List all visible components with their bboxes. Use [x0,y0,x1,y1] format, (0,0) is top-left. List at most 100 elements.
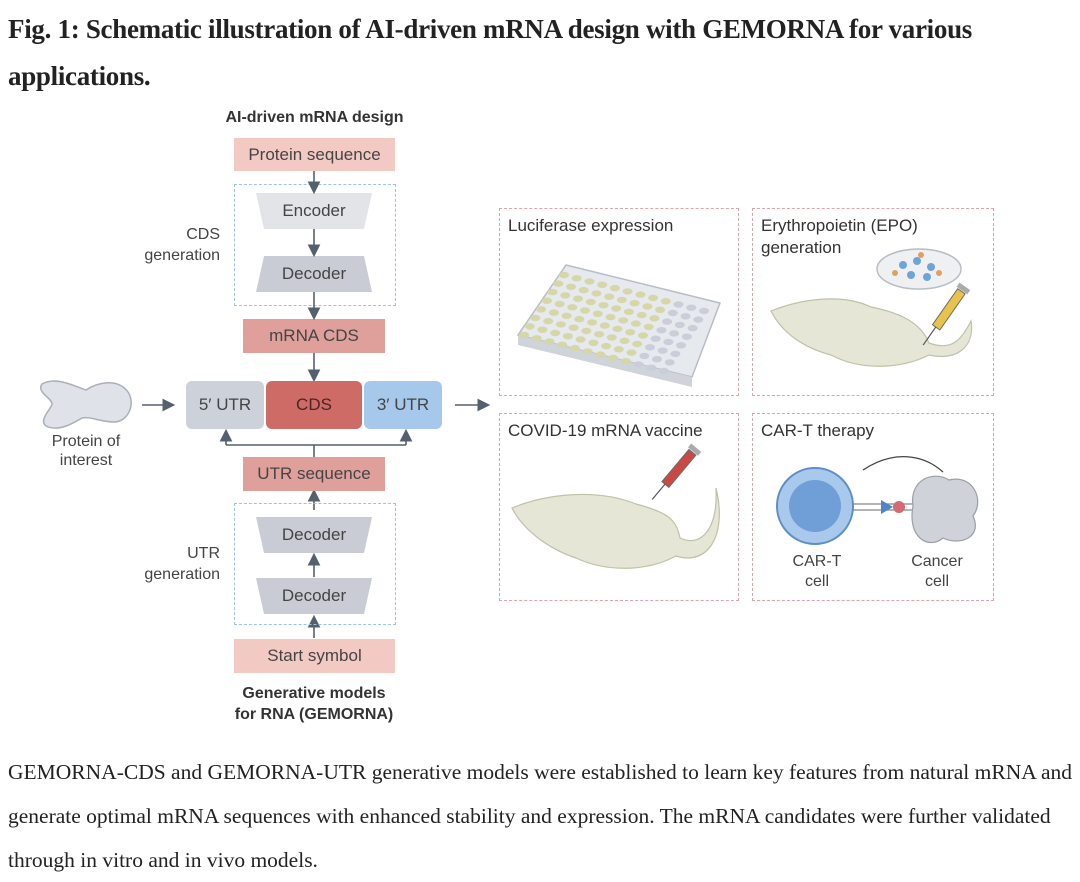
plate-well [541,297,552,304]
plate-well [588,339,599,346]
plate-well [686,304,697,311]
plate-well [693,316,704,323]
plate-well [569,344,580,352]
plate-well [611,305,622,312]
cancer-cell-label-line1: Cancer [911,553,963,570]
plate-well [524,323,535,330]
plate-well [622,288,633,295]
plate-well [530,314,541,322]
cancer-cell-label: Cancer cell [893,552,981,592]
plate-well [561,312,572,319]
cds-block: CDS [266,381,362,429]
plate-well [580,307,590,314]
cds-generation-label: CDS generation [120,224,220,266]
plate-well [537,326,548,333]
plate-well [612,325,623,333]
plate-well [609,284,620,292]
plate-well [591,290,602,297]
plate-well [630,320,641,327]
pipeline-footer-line2: for RNA (GEMORNA) [234,706,394,723]
plate-well [674,321,685,329]
plate-well [582,348,593,355]
panel-epo: Erythropoietin (EPO) generation [752,208,994,396]
plate-well [568,324,579,331]
plate-well [667,309,678,317]
plate-well [632,340,643,348]
cds-decoder-block: Decoder [281,264,347,283]
plate-well [663,338,674,346]
plate-well [639,352,650,360]
plate-well [625,329,636,336]
plate-well [618,317,629,324]
plate-well [619,337,630,344]
plate-well [680,313,691,320]
plate-well [562,333,573,340]
plate-well [655,306,666,313]
plate-well [553,280,564,287]
utr-generation-label-line2: generation [144,566,220,583]
car-t-cell-icon [776,456,979,545]
well-plate-icon [516,264,722,387]
encoder-shape [256,193,372,229]
plate-well [567,304,578,311]
plate-well [616,296,627,304]
figure-diagram: AI-driven mRNA design Protein sequence C… [0,100,1080,740]
plate-well [557,341,568,348]
figure-caption: GEMORNA-CDS and GEMORNA-UTR generative m… [8,760,1072,872]
plate-well [613,346,624,353]
plate-well [659,367,669,375]
plate-well [638,332,648,339]
plate-well [597,281,608,288]
plate-well [643,323,654,331]
plate-well [664,359,675,366]
plate-well [652,356,662,363]
cds-generation-label-line2: generation [144,247,220,264]
pipeline-footer-line1: Generative models [242,685,386,702]
plate-well [633,361,644,368]
panel-covid: COVID-19 mRNA vaccine [499,413,739,601]
utr-sequence-box: UTR sequence [243,457,385,491]
panel-car-t-title: CAR-T therapy [761,421,875,440]
plate-well [599,322,610,329]
panel-luciferase-title: Luciferase expression [508,216,674,235]
plate-well [547,288,558,296]
plate-well [699,307,709,315]
plate-well [687,324,698,332]
plate-well [543,317,554,325]
pipeline-header: AI-driven mRNA design [225,109,404,126]
plate-well [629,300,640,307]
car-t-cell-label: CAR-T cell [773,552,861,592]
panel-covid-title: COVID-19 mRNA vaccine [508,421,703,440]
plate-well [620,358,631,365]
protein-of-interest-line1: Protein of [51,433,121,450]
plate-well [606,334,617,341]
flow-arrows [142,171,491,638]
utr-decoder-2-block: Decoder [281,586,347,605]
plate-well [676,342,687,349]
plate-well [544,338,555,345]
protein-of-interest-icon [39,380,132,429]
encoder-block: Encoder [282,201,346,220]
plate-well [669,330,680,337]
plate-well [605,313,616,321]
plate-well [649,315,660,322]
plate-well [531,335,542,342]
plate-well [623,308,634,315]
cds-decoder-shape [256,256,372,292]
plate-well [656,327,667,334]
utr-decoder-1-shape [256,517,372,553]
utr3-block: 3′ UTR [364,381,442,429]
car-t-cell-label-line2: cell [804,573,829,590]
panel-car-t: CAR-T therapy CAR-T cell Cancer cell [752,413,994,601]
protein-sequence-box: Protein sequence [234,138,395,171]
plate-well [571,275,582,282]
plate-well [646,364,657,371]
mouse-injection-icon [770,248,973,367]
plate-well [594,331,605,338]
plate-well [573,295,583,302]
plate-well [645,344,655,351]
plate-well [578,286,589,294]
figure-title: Fig. 1: Schematic illustration of AI-dri… [8,14,972,91]
plate-well [536,306,547,313]
panel-luciferase: Luciferase expression [499,208,739,396]
